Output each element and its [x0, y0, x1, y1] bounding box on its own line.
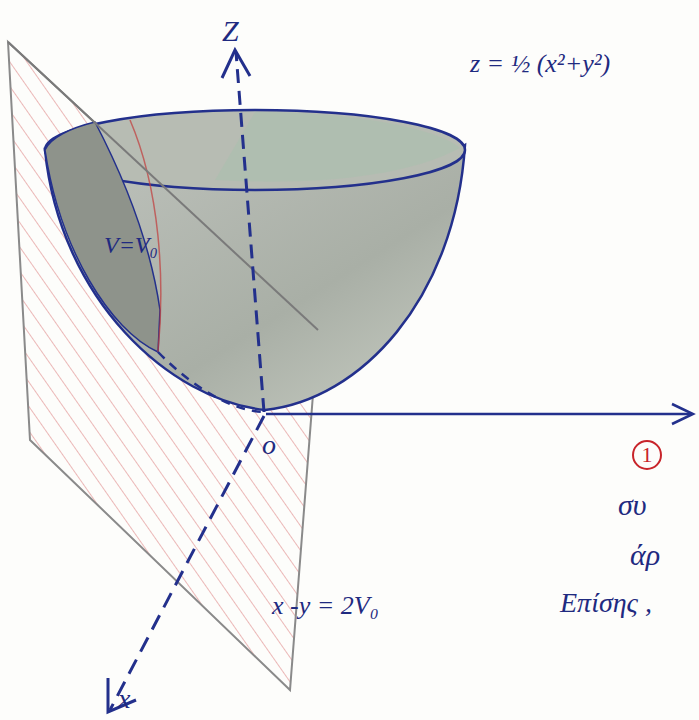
origin-label: o — [262, 430, 276, 461]
axis-label: x — [118, 684, 130, 715]
z-axis — [236, 52, 264, 412]
surface-equation: z = ½ (x²+y²) — [470, 50, 610, 79]
region-label: V=V₀ — [104, 232, 158, 258]
note-fragment: Επίσης , — [560, 588, 652, 619]
plane-equation: x -y = 2V₀ — [272, 592, 379, 621]
note-fragment: άρ — [630, 538, 660, 571]
callout-number: 1 — [632, 440, 662, 470]
axis-label: Z — [222, 14, 239, 47]
x-axis — [110, 416, 264, 710]
y-axis — [266, 413, 692, 416]
note-fragment: συ — [618, 488, 647, 521]
